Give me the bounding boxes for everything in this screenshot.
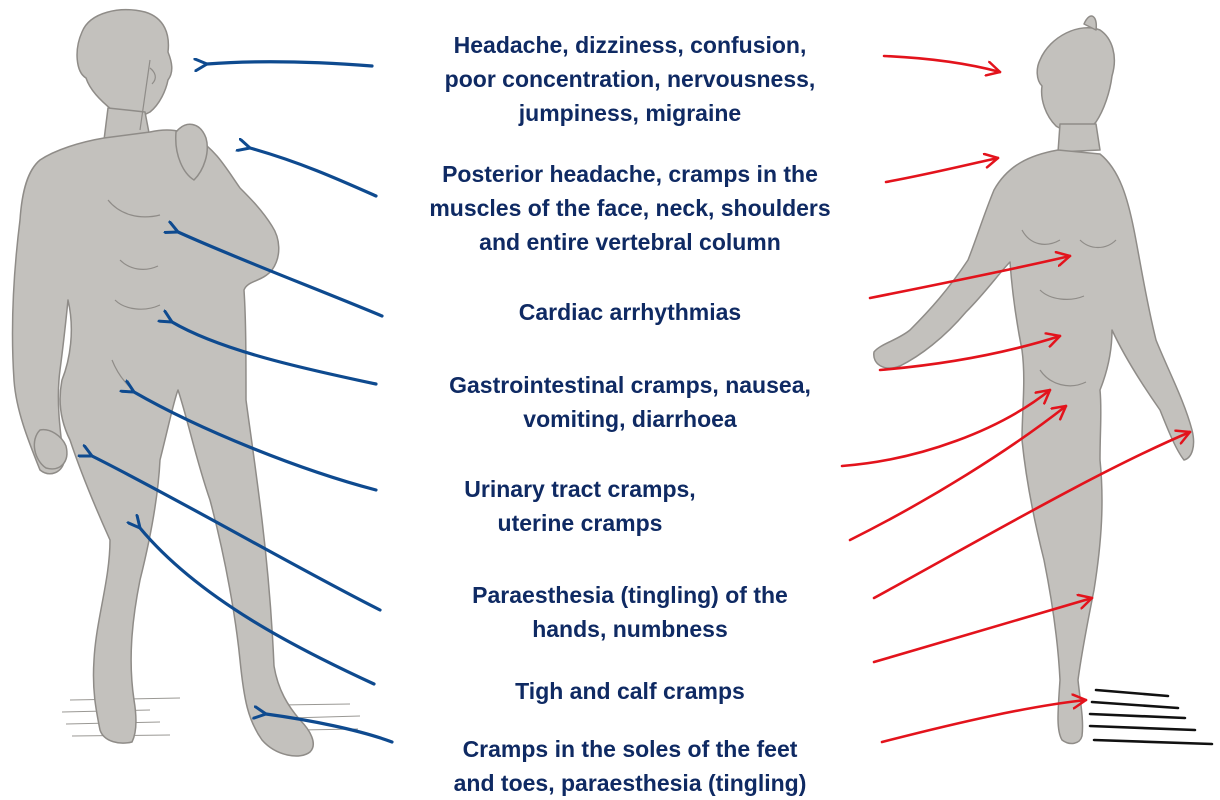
label-line: and entire vertebral column [380, 225, 880, 259]
label-line: Posterior headache, cramps in the [380, 157, 880, 191]
label-line: hands, numbness [380, 612, 880, 646]
label-line: Urinary tract cramps, [330, 472, 830, 506]
label-line: muscles of the face, neck, shoulders [380, 191, 880, 225]
arrow-foot-region-female [882, 700, 1086, 742]
label-line: poor concentration, nervousness, [380, 62, 880, 96]
label-line: Tigh and calf cramps [380, 674, 880, 708]
label-line: Cramps in the soles of the feet [380, 732, 880, 766]
arrow-neck-region-female [886, 158, 998, 182]
label-line: vomiting, diarrhoea [380, 402, 880, 436]
red-arrows [842, 56, 1190, 742]
label-line: jumpiness, migraine [380, 96, 880, 130]
ground-lines-right [1090, 690, 1212, 744]
label-line: uterine cramps [330, 506, 830, 540]
female-statue-figure [874, 16, 1194, 743]
label-hands-symptoms: Paraesthesia (tingling) of the hands, nu… [380, 578, 880, 646]
label-thigh-symptoms: Tigh and calf cramps [380, 674, 880, 708]
label-urinary-symptoms: Urinary tract cramps, uterine cramps [330, 472, 830, 540]
label-line: Gastrointestinal cramps, nausea, [380, 368, 880, 402]
label-feet-symptoms: Cramps in the soles of the feet and toes… [380, 732, 880, 800]
male-statue-figure [13, 10, 314, 756]
arrow-neck-region [250, 148, 376, 196]
arrow-head-region [207, 62, 372, 66]
label-neck-symptoms: Posterior headache, cramps in the muscle… [380, 157, 880, 259]
label-head-symptoms: Headache, dizziness, confusion, poor con… [380, 28, 880, 130]
label-line: Headache, dizziness, confusion, [380, 28, 880, 62]
label-line: Paraesthesia (tingling) of the [380, 578, 880, 612]
label-line: Cardiac arrhythmias [380, 295, 880, 329]
label-heart-symptoms: Cardiac arrhythmias [380, 295, 880, 329]
arrow-head-region-female [884, 56, 1000, 72]
label-line: and toes, paraesthesia (tingling) [380, 766, 880, 800]
label-gastro-symptoms: Gastrointestinal cramps, nausea, vomitin… [380, 368, 880, 436]
